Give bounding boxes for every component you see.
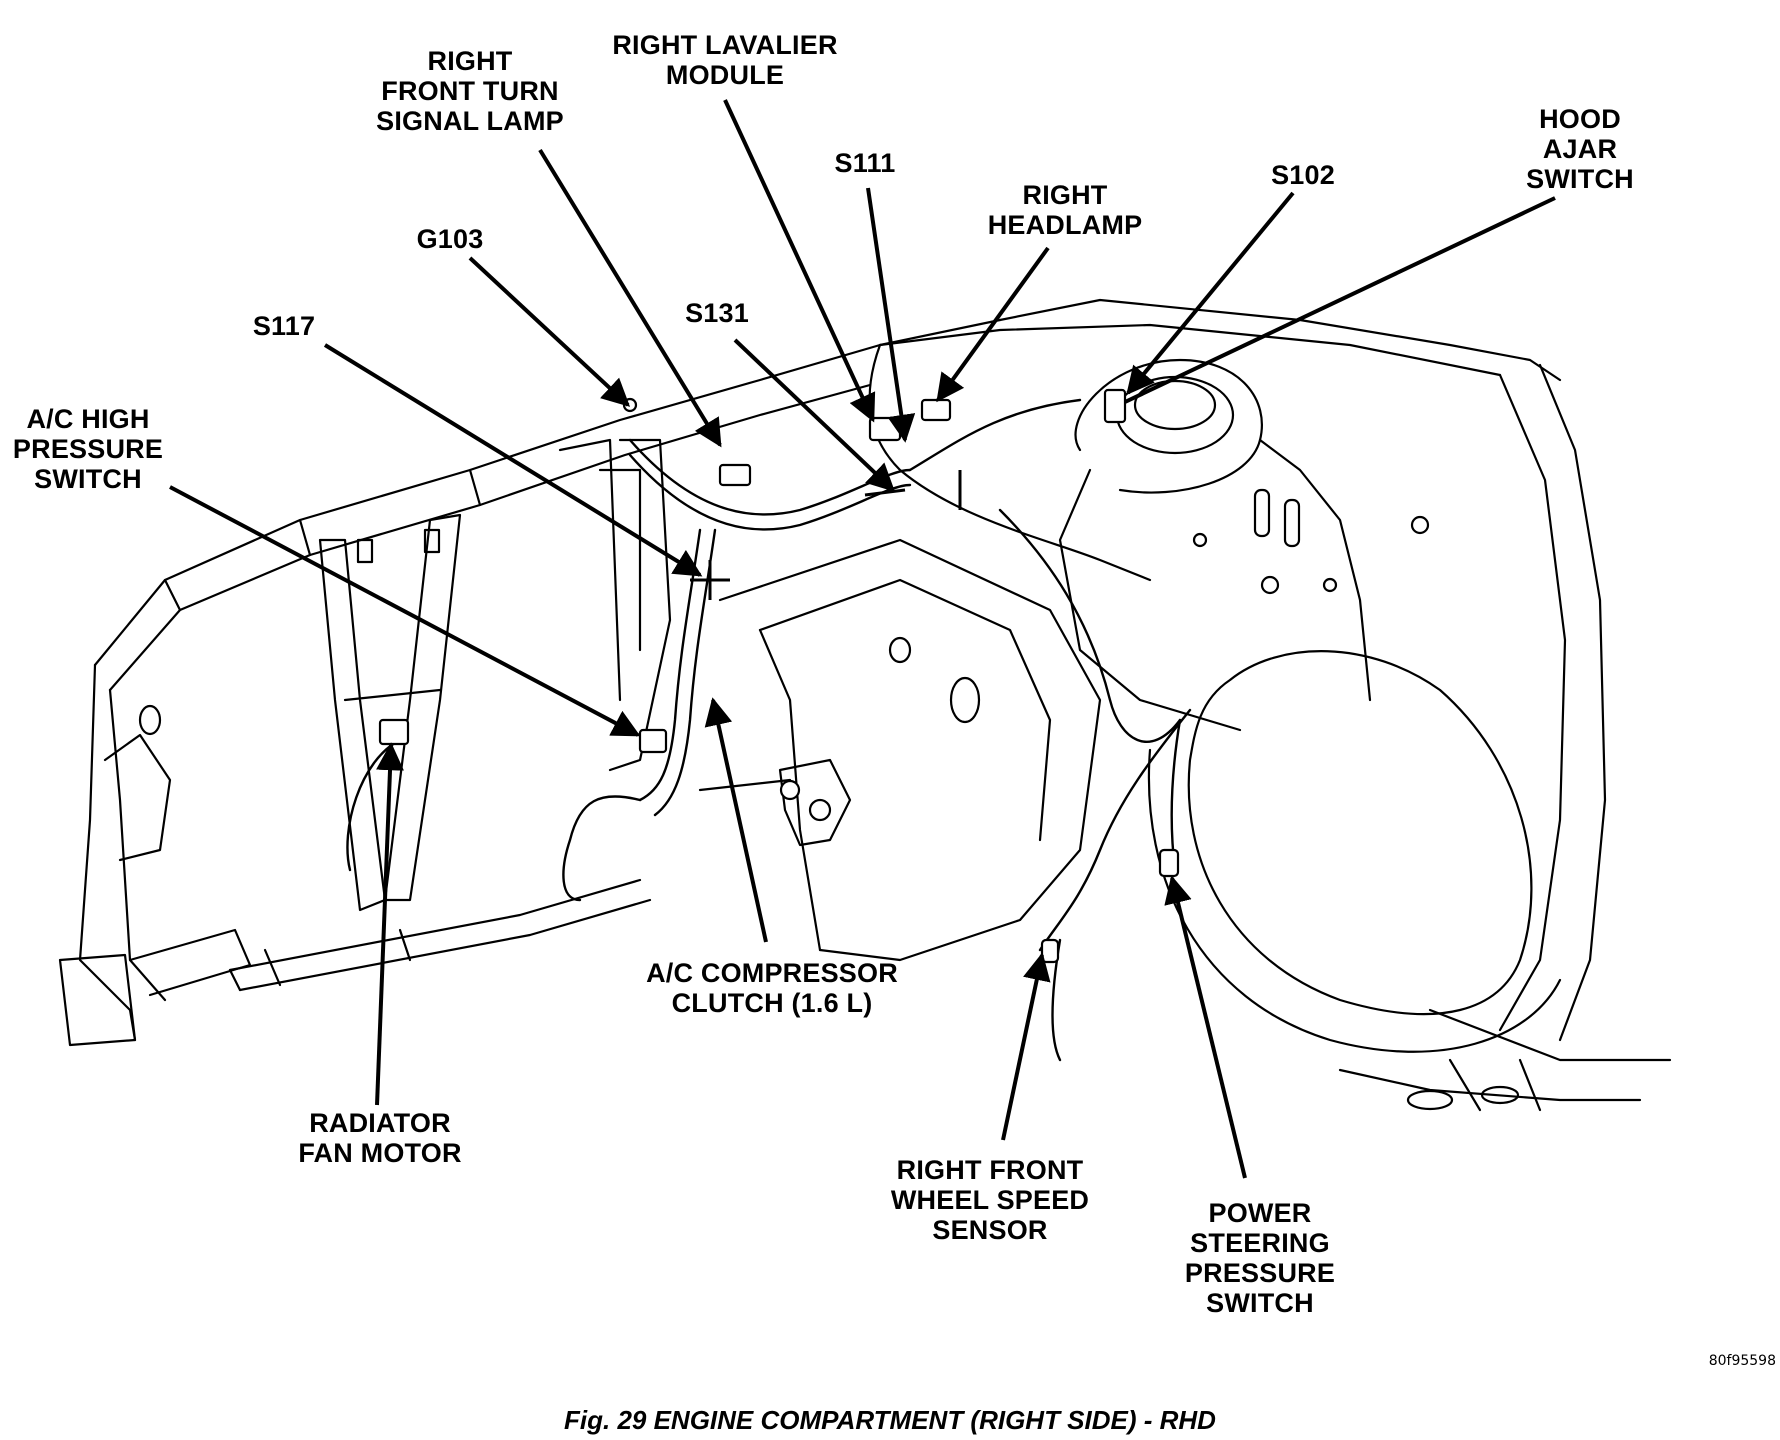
label-line: STEERING — [1190, 1228, 1330, 1258]
figure-caption: Fig. 29 ENGINE COMPARTMENT (RIGHT SIDE) … — [564, 1405, 1216, 1435]
label-line: G103 — [416, 224, 484, 254]
label-g103: G103 — [417, 224, 484, 254]
leader-s111 — [866, 187, 916, 443]
label-line: S102 — [1271, 160, 1335, 190]
label-line: HOOD — [1539, 104, 1621, 134]
label-line: POWER — [1208, 1198, 1312, 1228]
label-line: PRESSURE — [12, 434, 164, 464]
label-line: SWITCH — [1206, 1288, 1314, 1318]
leader-rf-turn-signal — [538, 148, 722, 448]
leader-g103 — [468, 256, 631, 407]
label-line: FRONT TURN — [381, 76, 559, 106]
label-line: RADIATOR — [309, 1108, 451, 1138]
label-line: CLUTCH (1.6 L) — [671, 988, 873, 1018]
label-line: RIGHT LAVALIER — [612, 30, 838, 60]
leader-ps-switch — [1164, 875, 1247, 1179]
splice-marks — [690, 470, 962, 600]
label-line: RIGHT FRONT — [896, 1155, 1084, 1185]
leader-s117 — [323, 343, 703, 577]
label-line: MODULE — [665, 60, 785, 90]
figure-number: 80f95598 — [1708, 1353, 1776, 1369]
label-line: FAN MOTOR — [298, 1138, 462, 1168]
label-line: WHEEL SPEED — [890, 1185, 1090, 1215]
leader-s131 — [733, 338, 896, 492]
label-line: A/C COMPRESSOR — [646, 958, 898, 988]
label-line: RIGHT — [1022, 180, 1108, 210]
label-line: A/C HIGH — [26, 404, 150, 434]
leader-ac-high — [169, 485, 641, 737]
leader-ac-clutch — [704, 697, 768, 943]
label-line: SIGNAL LAMP — [376, 106, 564, 136]
leader-radiator-fan — [375, 742, 405, 1106]
label-line: S117 — [252, 311, 316, 341]
label-line: RIGHT — [427, 46, 513, 76]
leader-wheel-speed — [1001, 952, 1051, 1141]
label-line: SWITCH — [34, 464, 142, 494]
label-s102: S102 — [1271, 160, 1335, 190]
label-s117: S117 — [253, 311, 315, 341]
leader-lines — [169, 99, 1556, 1179]
label-line: AJAR — [1542, 134, 1618, 164]
label-line: S131 — [685, 298, 749, 328]
label-s111: S111 — [835, 148, 896, 178]
label-line: HEADLAMP — [987, 210, 1143, 240]
label-s131: S131 — [685, 298, 749, 328]
label-line: SENSOR — [932, 1215, 1048, 1245]
leader-lavalier — [723, 99, 876, 423]
label-line: S111 — [834, 148, 896, 178]
label-line: SWITCH — [1526, 164, 1634, 194]
leader-hood-ajar — [1124, 196, 1556, 404]
leader-s102 — [1126, 191, 1295, 396]
leader-headlamp — [936, 246, 1050, 403]
label-line: PRESSURE — [1184, 1258, 1336, 1288]
